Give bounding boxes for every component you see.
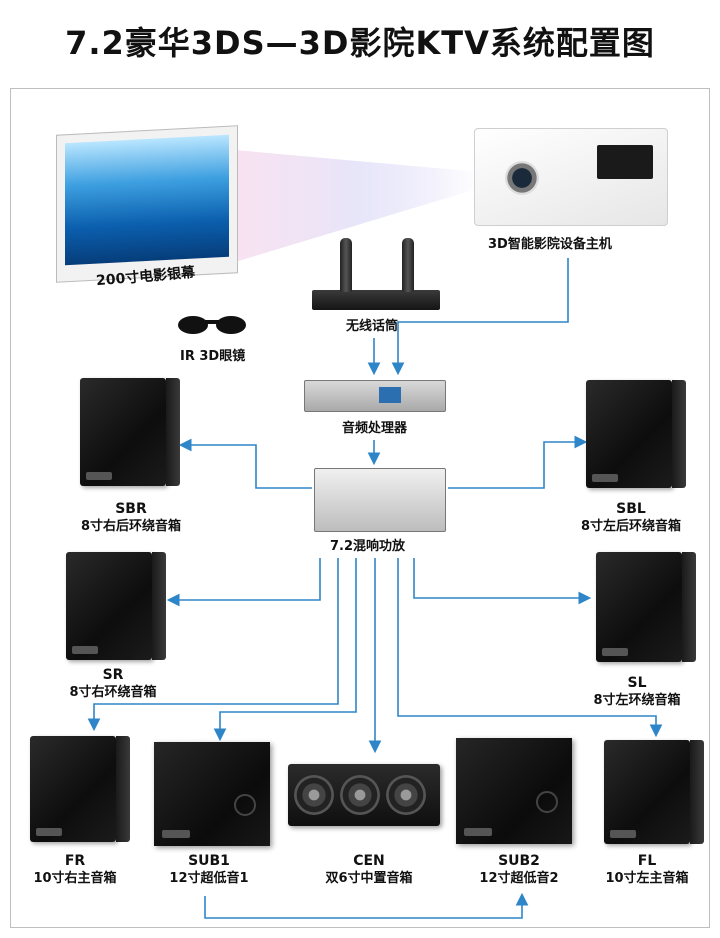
sub2-code: SUB2 (498, 853, 540, 869)
projector-host (474, 128, 668, 226)
fl-label: FL 10寸左主音箱 (572, 852, 720, 888)
audio-processor (304, 380, 446, 412)
center-driver-right (386, 775, 426, 815)
subwoofer-1 (154, 742, 270, 846)
fl-name: 10寸左主音箱 (605, 871, 689, 886)
projector-lens (505, 161, 539, 195)
link-amp-sl (413, 558, 592, 605)
sr-label: SR 8寸右环绕音箱 (38, 666, 188, 702)
sub2-label: SUB2 12寸超低音2 (444, 852, 594, 888)
projector-panel (597, 145, 653, 179)
link-sub1-sub2 (204, 892, 529, 919)
sbl-name: 8寸左后环绕音箱 (580, 519, 682, 534)
glasses-label: IR 3D眼镜 (180, 349, 246, 364)
link-amp-sbr (178, 438, 312, 489)
link-amp-sr (166, 558, 321, 607)
mic-handheld-2 (402, 238, 414, 292)
link-amp-fr (87, 558, 339, 732)
sub1-code: SUB1 (188, 853, 230, 869)
link-projector-processor (391, 258, 569, 376)
fr-name: 10寸右主音箱 (33, 871, 117, 886)
link-amp-sbl (448, 435, 588, 489)
sub1-name: 12寸超低音1 (169, 871, 249, 886)
wireless-mic-receiver (312, 290, 440, 310)
subwoofer-2 (456, 738, 572, 844)
cen-label: CEN 双6寸中置音箱 (294, 852, 444, 888)
link-amp-sub1 (213, 558, 357, 742)
processor-label: 音频处理器 (342, 421, 408, 436)
sr-name: 8寸右环绕音箱 (69, 685, 157, 700)
mic-label: 无线话筒 (346, 319, 399, 334)
dolphin-image (65, 134, 229, 266)
speaker-sbl (586, 380, 686, 488)
sbl-label: SBL 8寸左后环绕音箱 (556, 500, 706, 536)
center-driver-mid (340, 775, 380, 815)
reverb-amplifier (314, 468, 446, 532)
sbr-name: 8寸右后环绕音箱 (80, 519, 182, 534)
center-driver-left (294, 775, 334, 815)
speaker-sbr (80, 378, 180, 486)
sl-name: 8寸左环绕音箱 (593, 693, 681, 708)
projector-label: 3D智能影院设备主机 (488, 237, 612, 252)
ir-3d-glasses (178, 310, 248, 336)
sbr-code: SBR (115, 501, 147, 517)
link-amp-fl (397, 558, 663, 738)
projection-screen (56, 125, 238, 283)
amplifier-label: 7.2混响功放 (330, 539, 406, 554)
center-speaker (288, 764, 440, 826)
sub1-label: SUB1 12寸超低音1 (134, 852, 284, 888)
sl-label: SL 8寸左环绕音箱 (562, 674, 712, 710)
diagram-frame (10, 88, 710, 928)
speaker-fr (30, 736, 130, 842)
fl-code: FL (637, 853, 657, 869)
sr-code: SR (102, 667, 124, 683)
speaker-sl (596, 552, 696, 662)
fr-code: FR (64, 853, 86, 869)
sbr-label: SBR 8寸右后环绕音箱 (56, 500, 206, 536)
sub2-name: 12寸超低音2 (479, 871, 559, 886)
sbl-code: SBL (616, 501, 646, 517)
page-title: 7.2豪华3DS—3D影院KTV系统配置图 (65, 24, 655, 62)
speaker-sr (66, 552, 166, 660)
cen-name: 双6寸中置音箱 (325, 871, 413, 886)
cen-code: CEN (353, 853, 385, 869)
processor-display (379, 387, 401, 403)
fr-label: FR 10寸右主音箱 (0, 852, 150, 888)
speaker-fl (604, 740, 704, 844)
sl-code: SL (627, 675, 647, 691)
mic-handheld-1 (340, 238, 352, 292)
